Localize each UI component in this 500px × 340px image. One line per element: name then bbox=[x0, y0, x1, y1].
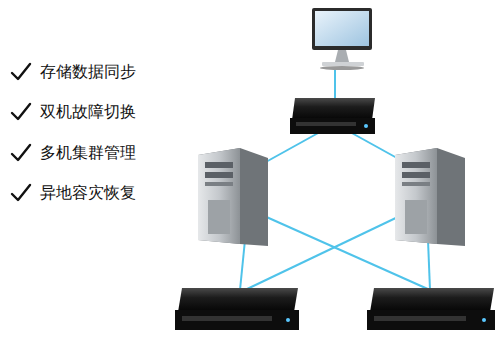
rack-server bbox=[290, 98, 375, 134]
tower-server bbox=[198, 148, 268, 246]
feature-label: 多机集群管理 bbox=[40, 143, 136, 163]
feature-label: 异地容灾恢复 bbox=[40, 183, 136, 203]
rack-server bbox=[367, 288, 495, 330]
monitor bbox=[312, 8, 372, 70]
feature-label: 存储数据同步 bbox=[40, 62, 136, 82]
check-marks bbox=[12, 64, 30, 200]
feature-label: 双机故障切换 bbox=[40, 102, 136, 122]
tower-server bbox=[395, 148, 465, 246]
rack-server bbox=[175, 288, 299, 330]
